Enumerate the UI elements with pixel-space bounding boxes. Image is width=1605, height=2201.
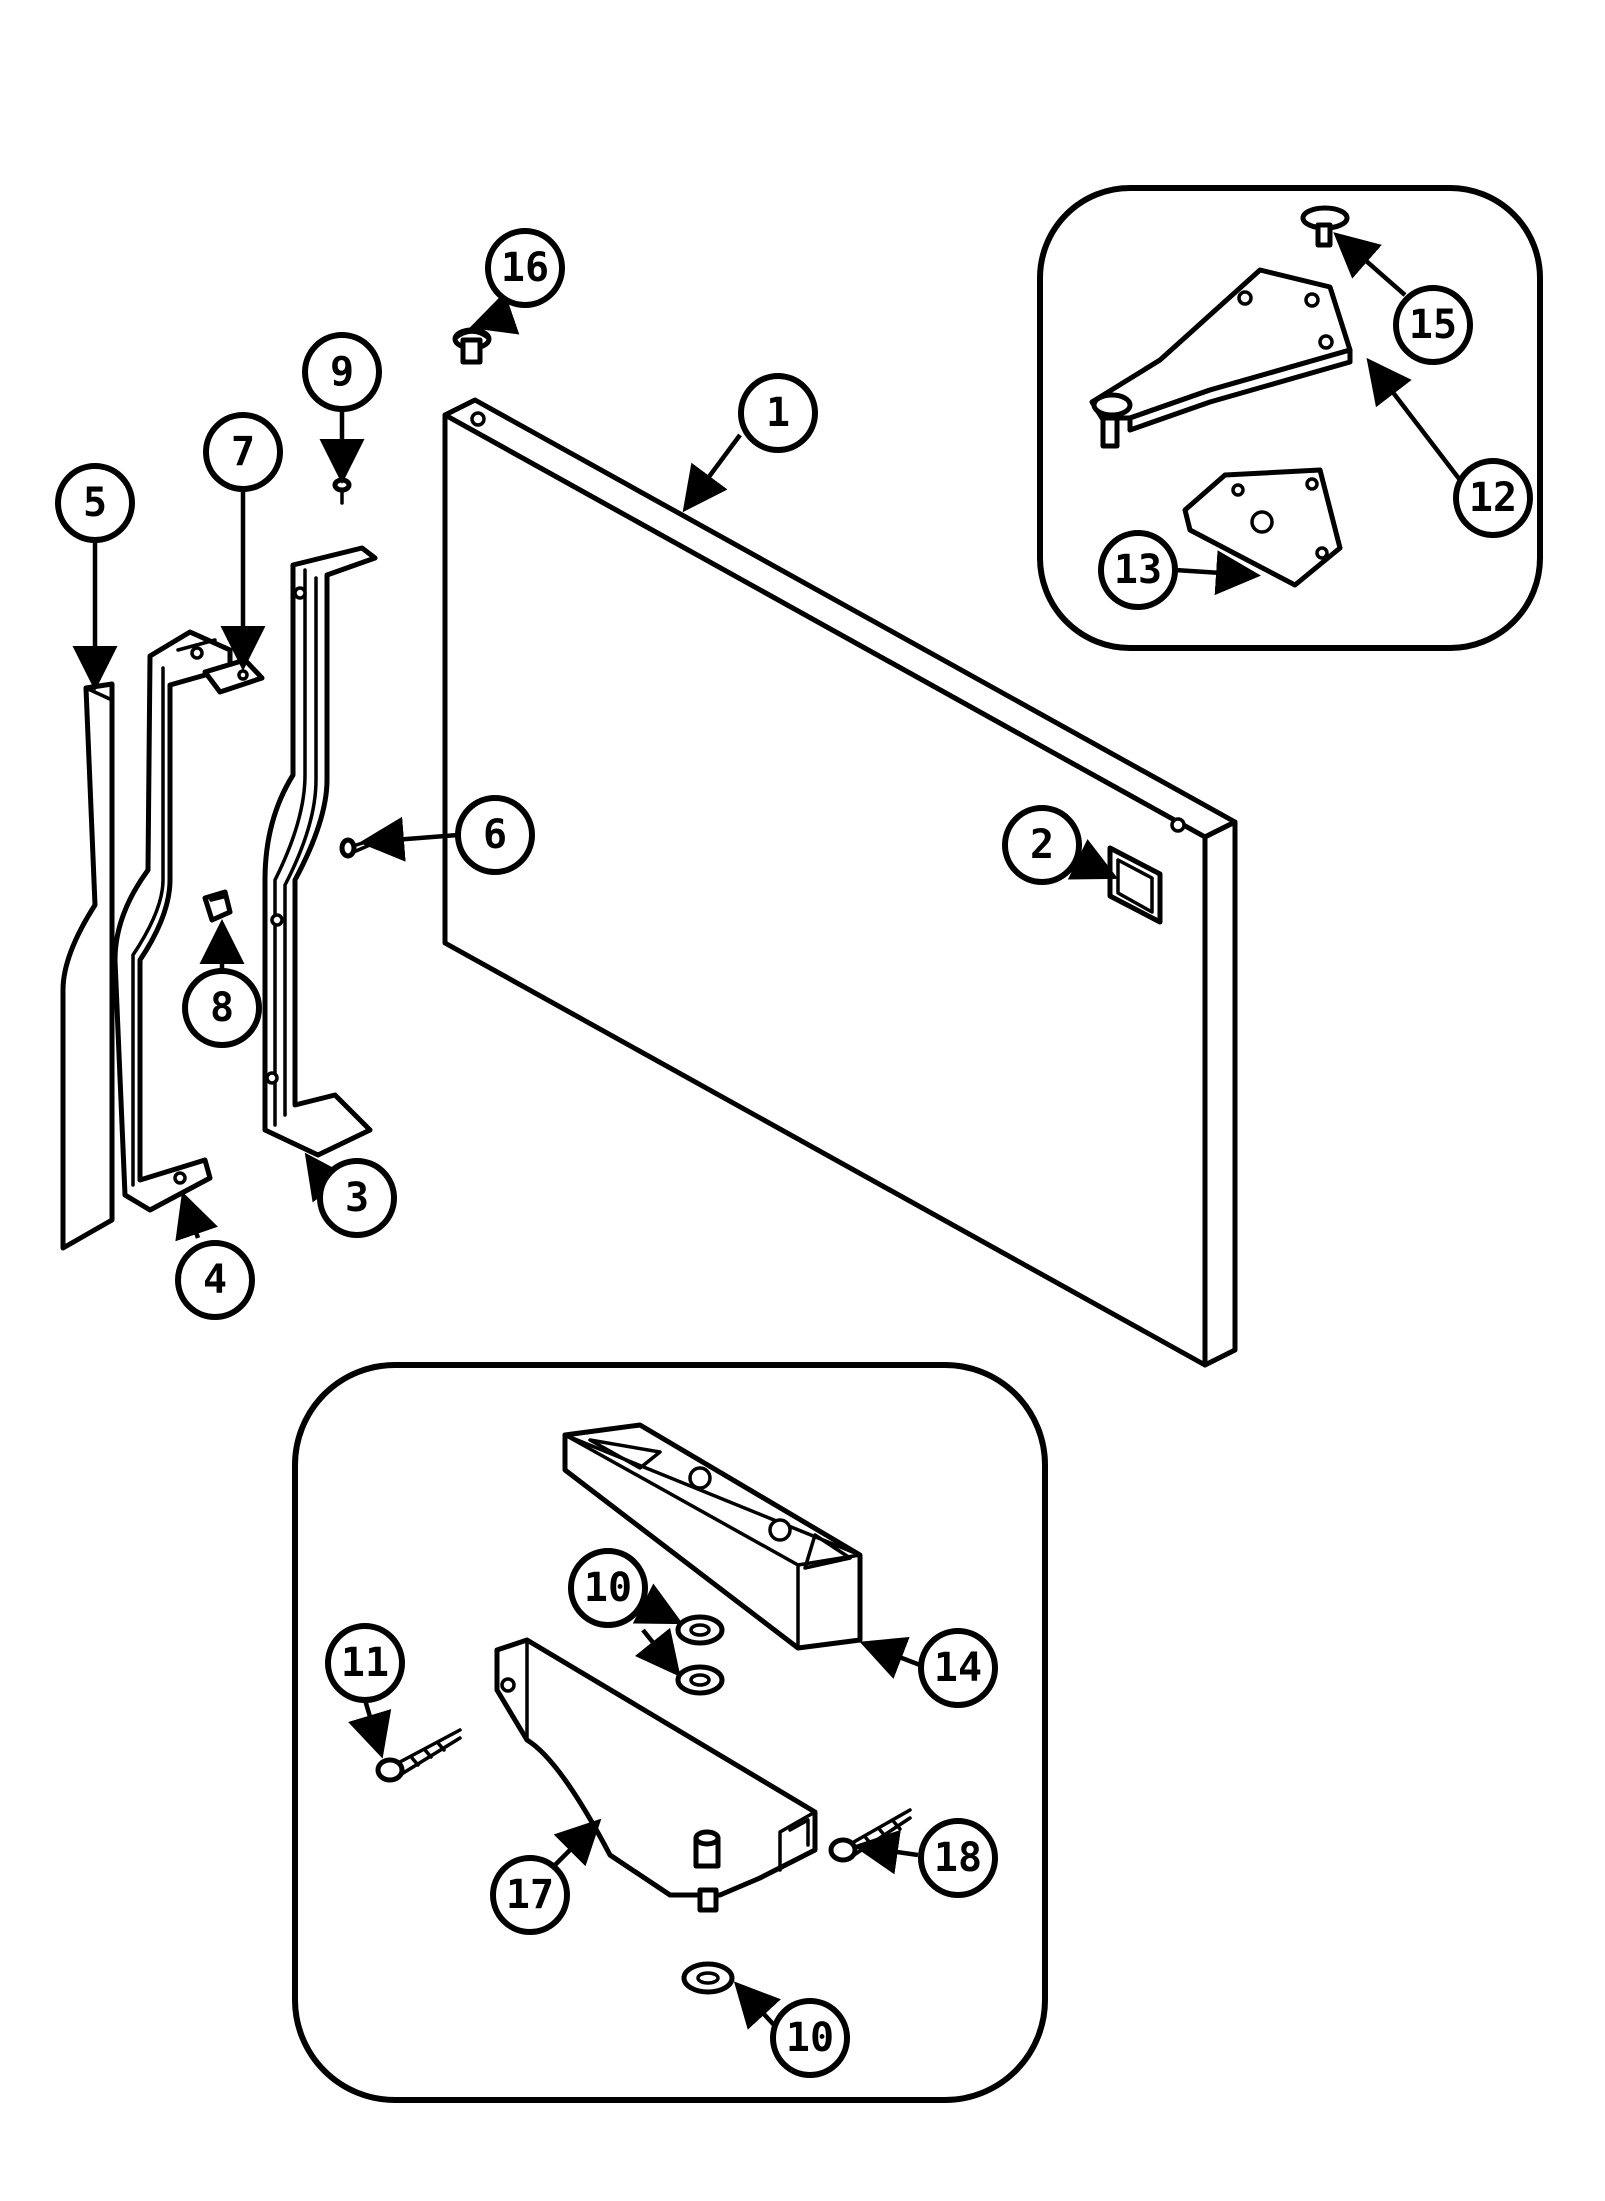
door-panel <box>442 397 1238 1368</box>
callout-12: 12 <box>1453 458 1533 538</box>
callout-17-label: 17 <box>506 1872 554 1918</box>
callout-8: 8 <box>182 968 262 1048</box>
callout-5: 5 <box>55 463 135 543</box>
callout-3: 3 <box>317 1158 397 1238</box>
callout-17: 17 <box>490 1855 570 1935</box>
callout-11-label: 11 <box>341 1640 389 1686</box>
callout-2: 2 <box>1002 805 1082 885</box>
callout-10-lower: 10 <box>770 1998 850 2078</box>
callout-6-label: 6 <box>483 812 507 858</box>
callout-16: 16 <box>485 228 565 308</box>
callout-7-label: 7 <box>231 429 255 475</box>
callout-9-label: 9 <box>330 349 354 395</box>
callout-11: 11 <box>325 1623 405 1703</box>
hinge-screw-left <box>375 1728 462 1783</box>
callout-14-label: 14 <box>934 1645 982 1691</box>
handle-bracket-inner <box>112 629 233 1213</box>
callout-9: 9 <box>302 332 382 412</box>
callout-13-label: 13 <box>1114 547 1162 593</box>
door-handle <box>262 545 378 1158</box>
callout-10-upper: 10 <box>568 1548 648 1628</box>
callout-16-label: 16 <box>501 245 549 291</box>
callout-10-lower-label: 10 <box>786 2015 834 2061</box>
leader-lines <box>72 232 1462 2030</box>
callout-3-label: 3 <box>345 1175 369 1221</box>
callout-1: 1 <box>738 373 818 453</box>
callout-6: 6 <box>455 795 535 875</box>
top-plug <box>452 327 492 365</box>
callout-4-label: 4 <box>203 1257 227 1303</box>
callout-8-label: 8 <box>210 985 234 1031</box>
washer-upper-2 <box>675 1664 725 1696</box>
callout-15: 15 <box>1393 285 1473 365</box>
callout-4: 4 <box>175 1240 255 1320</box>
hinge-pin-cap <box>1300 205 1350 248</box>
washer-upper-1 <box>675 1614 725 1646</box>
washer-lower <box>681 1961 735 1995</box>
callout-5-label: 5 <box>83 480 107 526</box>
door-label <box>1107 845 1163 925</box>
callout-10-upper-label: 10 <box>584 1565 632 1611</box>
callout-1-label: 1 <box>766 390 790 436</box>
hinge-shim <box>1182 467 1343 588</box>
handle-screw <box>339 837 374 859</box>
callout-7: 7 <box>203 412 283 492</box>
handle-trim-outer <box>60 681 115 1251</box>
callout-14: 14 <box>918 1628 998 1708</box>
callout-12-label: 12 <box>1469 475 1517 521</box>
callout-18: 18 <box>918 1818 998 1898</box>
top-hinge <box>1089 267 1353 449</box>
handle-plug <box>202 889 233 923</box>
top-screw <box>332 477 352 505</box>
bottom-hinge <box>494 1637 818 1913</box>
callout-15-label: 15 <box>1409 302 1457 348</box>
callout-2-label: 2 <box>1030 822 1054 868</box>
callout-13: 13 <box>1098 530 1178 610</box>
callout-18-label: 18 <box>934 1835 982 1881</box>
